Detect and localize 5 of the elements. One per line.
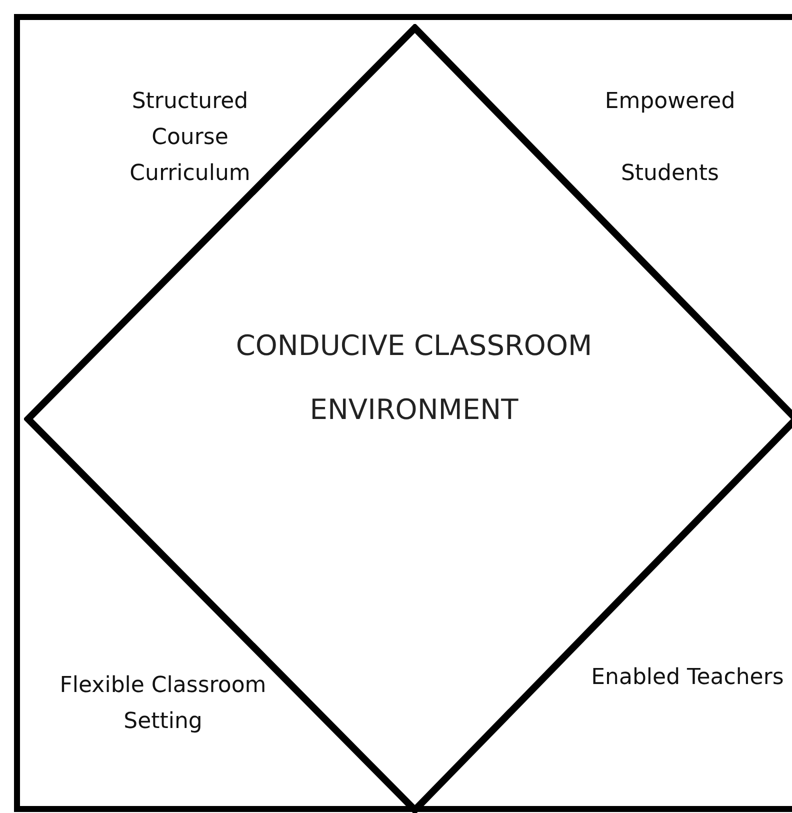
corner-label: Structured Course Curriculum	[128, 88, 252, 188]
corner-label: Empowered Students	[604, 88, 736, 188]
corner-label: Enabled Teachers	[590, 664, 785, 692]
corner-label: Flexible Classroom Setting	[58, 672, 268, 736]
center-title: CONDUCIVE CLASSROOM ENVIRONMENT	[234, 328, 594, 428]
